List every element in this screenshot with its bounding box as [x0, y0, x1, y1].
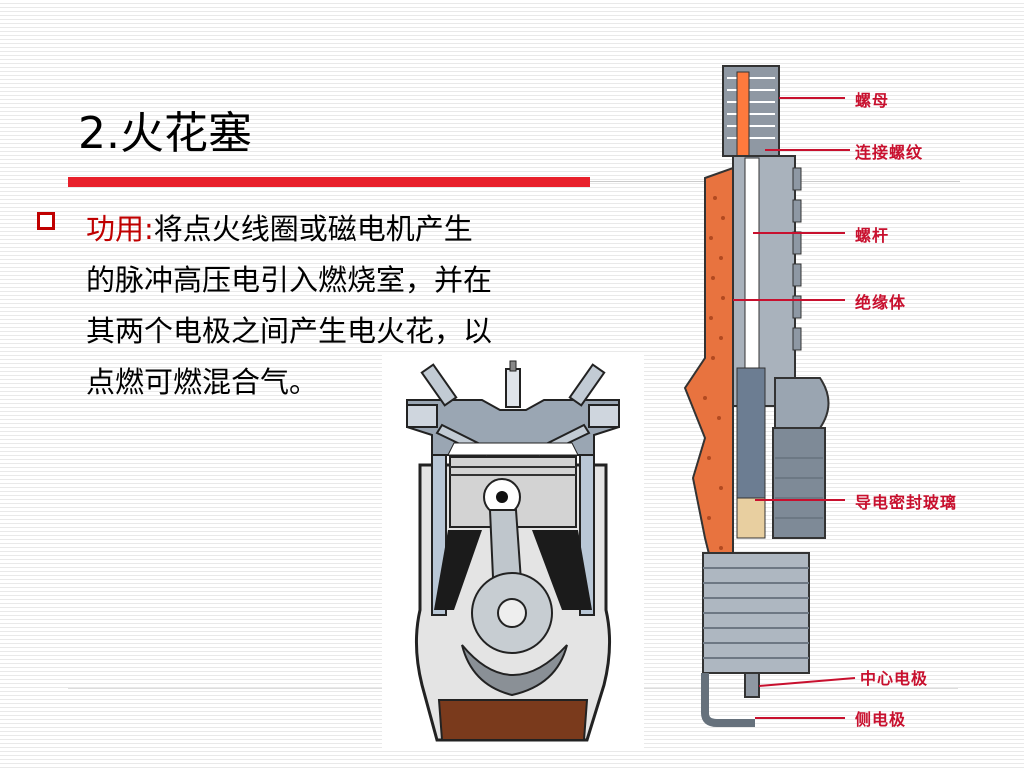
label-terminal-nut: 螺母 [855, 91, 890, 110]
bullet-text: 功用:将点火线圈或磁电机产生 的脉冲高压电引入燃烧室，并在 其两个电极之间产生电… [86, 204, 586, 408]
title-underline [68, 177, 590, 187]
bullet-line-1-text: 将点火线圈或磁电机产生 [153, 212, 473, 246]
spark-plug-diagram: 螺母 连接螺纹 螺杆 绝缘体 导电密封玻璃 中心电极 侧电极 [645, 58, 1024, 734]
bullet-line-2: 的脉冲高压电引入燃烧室，并在 [86, 263, 493, 297]
bullet-line-1: 功用:将点火线圈或磁电机产生 [86, 204, 586, 255]
bullet-line-3: 其两个电极之间产生电火花，以 [86, 314, 493, 348]
bullet-keyword: 功用: [86, 212, 154, 246]
label-side-electrode: 侧电极 [855, 710, 907, 729]
label-insulator: 绝缘体 [855, 293, 907, 312]
spark-plug-svg [683, 65, 856, 727]
engine-cylinder-svg [406, 360, 620, 742]
slide-title: 2.火花塞 [78, 108, 252, 159]
label-conductive-glass-seal: 导电密封玻璃 [855, 493, 958, 512]
engine-cylinder-illustration [382, 355, 644, 748]
label-center-electrode: 中心电极 [860, 669, 929, 688]
label-screw-rod: 螺杆 [855, 226, 890, 245]
label-connecting-thread: 连接螺纹 [855, 143, 924, 162]
hollow-square-bullet-icon [37, 212, 55, 230]
bullet-line-4: 点燃可燃混合气。 [86, 365, 319, 399]
